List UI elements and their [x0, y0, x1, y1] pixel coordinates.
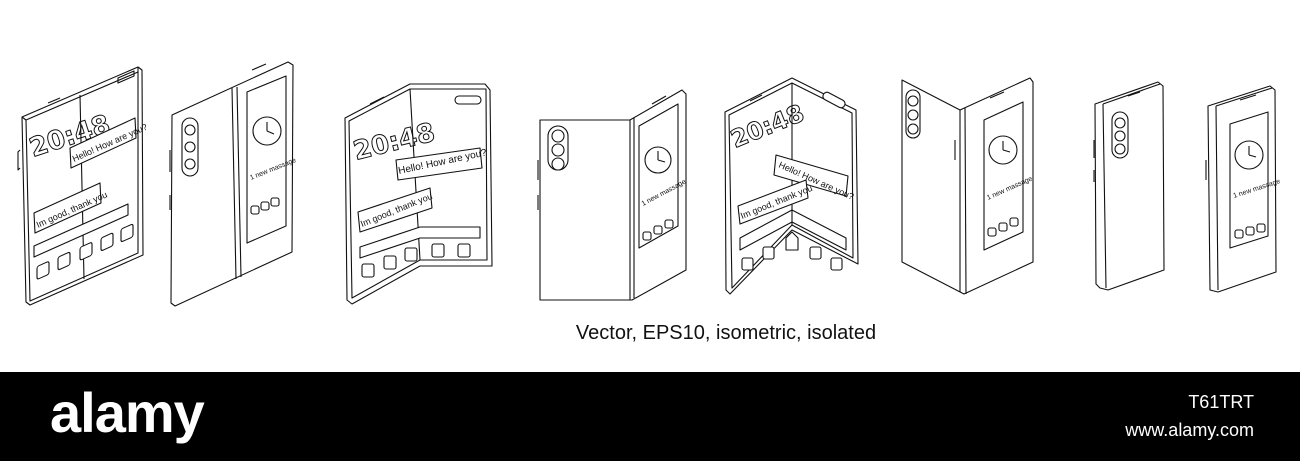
image-id: T61TRT [1188, 392, 1254, 412]
phone-half-folded-back: 1 new massage [537, 89, 687, 301]
phone-v-folded-back: 1 new massage [901, 77, 1034, 295]
phone-folded-back [1093, 81, 1165, 291]
caption: Vector, EPS10, isometric, isolated [575, 322, 877, 344]
foldable-phones-illustration: 20:48 Hello! How are you? Im good, thank… [17, 61, 1281, 307]
phone-unfolded-front: 20:48 Hello! How are you? Im good, thank… [17, 66, 149, 306]
site-url[interactable]: www.alamy.com [1125, 420, 1254, 440]
phone-half-folded-front: 20:48 Hello! How are you? Im good, thank… [344, 83, 493, 305]
phone-v-folded-front: 20:48 Hello! How are you? Im good, thank… [724, 77, 859, 295]
phone-unfolded-back: 1 new massage [169, 61, 297, 307]
phone-folded-front: 1 new massage [1205, 85, 1281, 293]
footer-bar: alamy T61TRT www.alamy.com [0, 372, 1300, 461]
app-icons-row [36, 223, 134, 280]
alamy-logo: alamy [50, 381, 205, 444]
